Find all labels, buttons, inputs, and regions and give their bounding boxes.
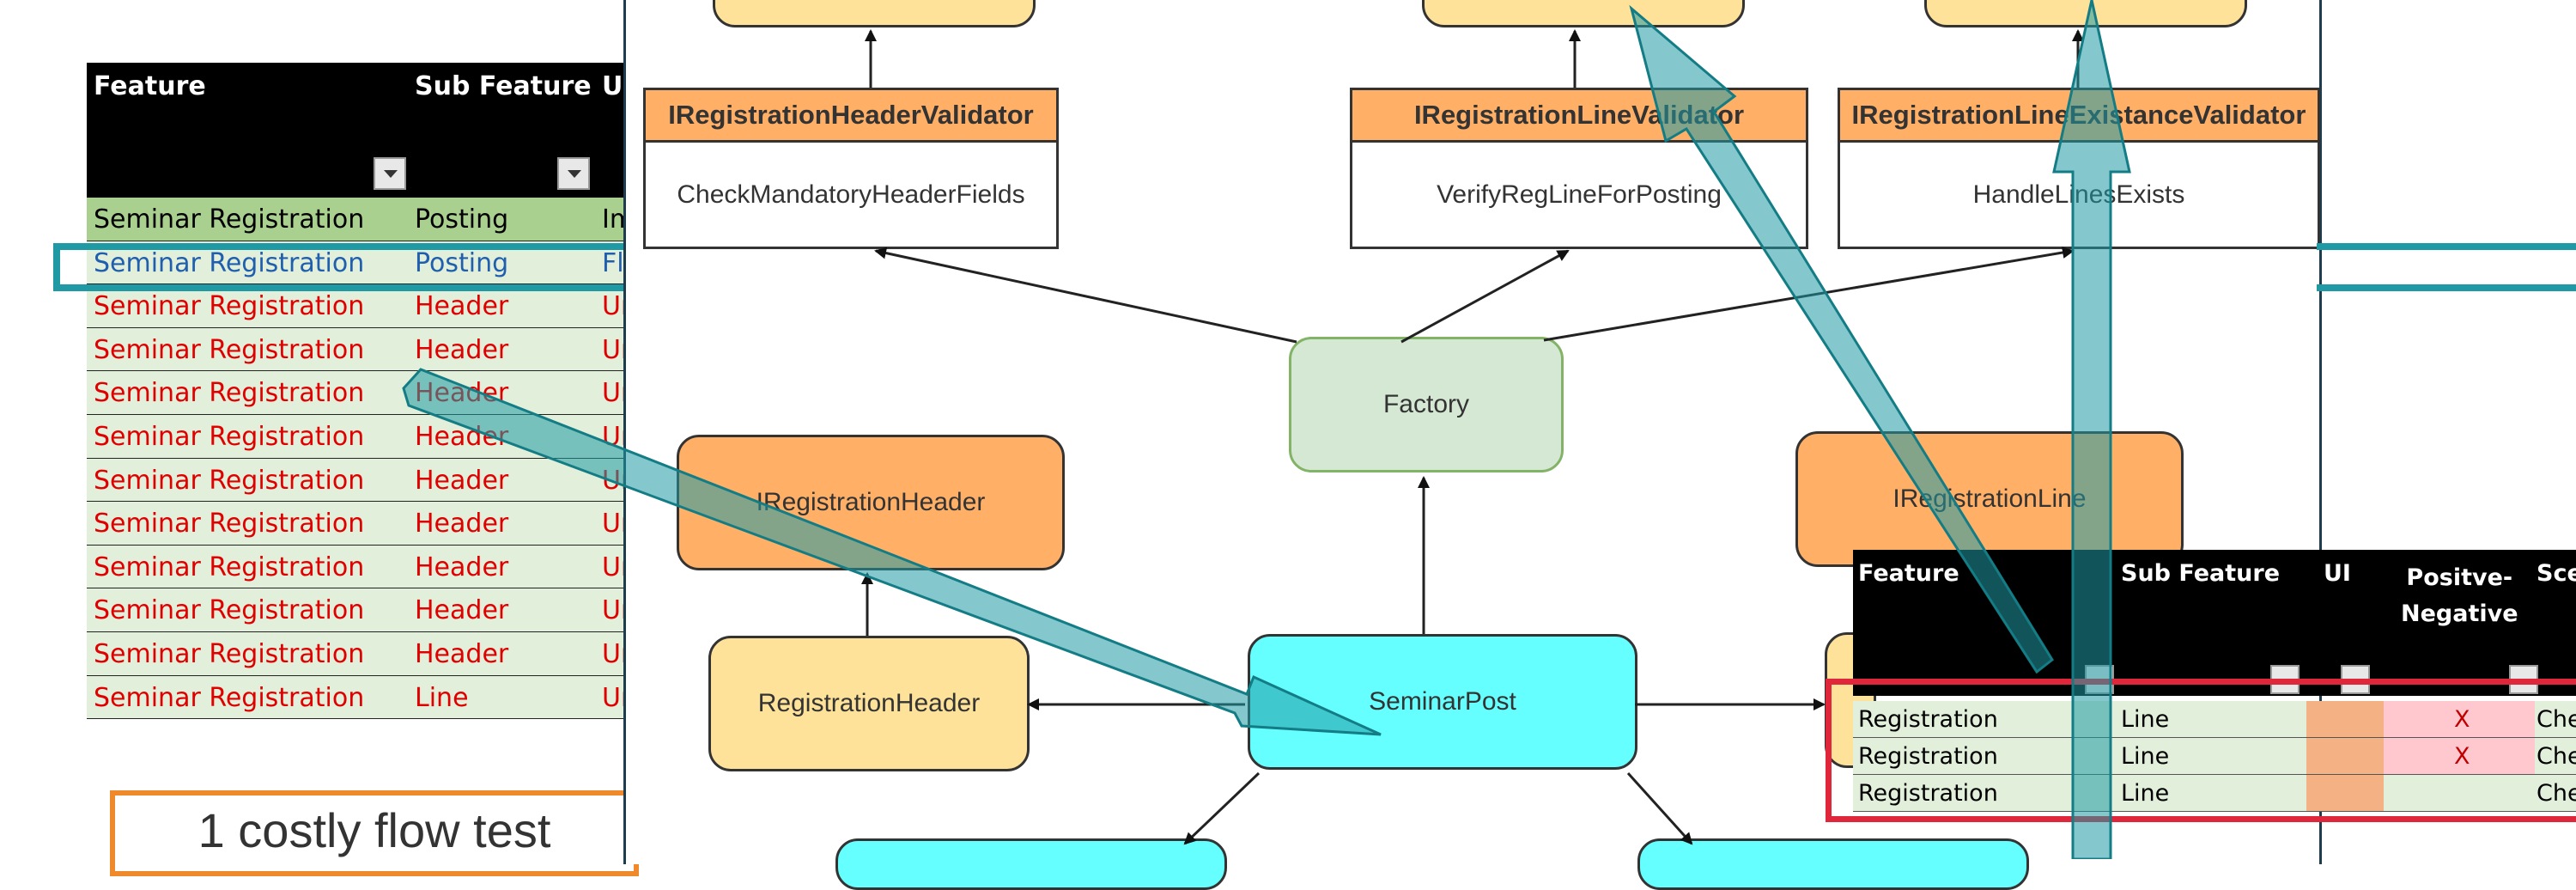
arrow-to-line-validator <box>1629 4 2054 674</box>
cell-third: Fl <box>602 247 624 278</box>
top-node-left <box>713 0 1036 27</box>
seminar-post-node: SeminarPost <box>1248 634 1637 770</box>
cell-sub: Header <box>415 595 509 626</box>
cell-feature: Seminar Registration <box>94 247 365 278</box>
cell-feature: Seminar Registration <box>94 595 365 626</box>
cell-sub: Header <box>415 465 509 496</box>
mini-header-feature: Feature <box>1858 560 1959 587</box>
mini-header-positive-negative: Positve- Negative <box>2401 564 2518 627</box>
validator-line-box: IRegistrationLineValidator VerifyRegLine… <box>1350 88 1808 249</box>
cell-feature: Seminar Registration <box>94 509 365 539</box>
annotation-arrows <box>402 0 2131 859</box>
filter-dropdown-icon[interactable] <box>374 157 406 190</box>
cell-feature: Seminar Registration <box>94 682 365 713</box>
cell-sub: Posting <box>415 204 509 235</box>
cell-feature: Seminar Registration <box>94 421 365 452</box>
cell-feature: Seminar Registration <box>94 291 365 322</box>
validator-header-box: IRegistrationHeaderValidator CheckMandat… <box>643 88 1059 249</box>
cell-sub: Header <box>415 552 509 582</box>
mini-header-sub-feature: Sub Feature <box>2121 560 2281 587</box>
validator-header-method: CheckMandatoryHeaderFields <box>677 180 1025 209</box>
mini-table-row: Registration Line X Che <box>1853 738 2576 775</box>
cell-sub: Header <box>415 638 509 669</box>
mini-table-row: Registration Line X Che <box>1853 701 2576 738</box>
validator-line-method: VerifyRegLineForPosting <box>1437 180 1722 209</box>
validator-header-title: IRegistrationHeaderValidator <box>646 90 1056 143</box>
cell-sub: Posting <box>415 247 509 278</box>
cell-sub: Header <box>415 334 509 365</box>
cell-sub: Header <box>415 509 509 539</box>
arrow-to-seminar-post <box>402 368 1382 736</box>
mini-header-scenario: Sce <box>2537 560 2576 587</box>
highlight-extension-lines <box>2317 243 2576 291</box>
registration-sheet: Feature Sub Feature UI Positve- Negative… <box>1853 550 2576 859</box>
cell-feature: Seminar Registration <box>94 204 365 235</box>
cell-feature: Seminar Registration <box>94 552 365 582</box>
header-sub-feature: Sub Feature <box>415 71 592 101</box>
mini-header-ui: UI <box>2324 560 2351 587</box>
factory-node: Factory <box>1289 337 1564 472</box>
registration-header-node: RegistrationHeader <box>708 636 1030 771</box>
cell-sub: Line <box>415 682 469 713</box>
cell-feature: Seminar Registration <box>94 378 365 409</box>
header-feature: Feature <box>94 71 206 101</box>
feature-sheet: Feature Sub Feature Us Seminar Registrat… <box>87 63 705 720</box>
mini-table-row: Registration Line Che <box>1853 775 2576 812</box>
filter-dropdown-icon[interactable] <box>557 157 590 190</box>
cell-sub: Header <box>415 291 509 322</box>
arrow-to-existance-validator <box>2052 0 2131 859</box>
highlighted-rows-frame <box>1826 679 2576 822</box>
cell-feature: Seminar Registration <box>94 334 365 365</box>
cell-feature: Seminar Registration <box>94 638 365 669</box>
cell-feature: Seminar Registration <box>94 465 365 496</box>
